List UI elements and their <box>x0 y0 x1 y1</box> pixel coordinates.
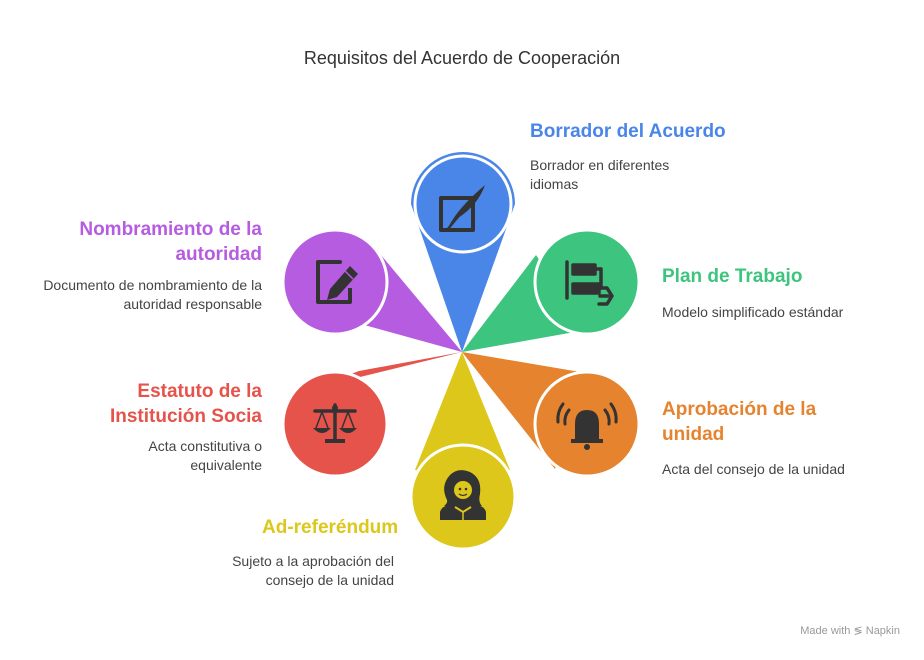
scales-icon <box>313 403 357 443</box>
judge-icon <box>440 470 486 520</box>
made-with-text: Made with <box>800 625 851 637</box>
label-ad-referendum: Ad-referéndum <box>262 517 399 538</box>
napkin-logo-icon: ≶ <box>853 625 863 637</box>
workflow-icon <box>565 260 614 306</box>
desc-plan: Modelo simplificado estándar <box>662 304 844 320</box>
petal-estatuto <box>281 352 462 478</box>
document-pen-icon <box>316 260 358 304</box>
napkin-brand: Napkin <box>865 625 900 637</box>
alarm-bell-icon <box>556 402 618 450</box>
petal-nombramiento <box>281 228 462 352</box>
desc-aprobacion: Acta del consejo de la unidad <box>662 461 845 477</box>
label-plan: Plan de Trabajo <box>662 266 803 287</box>
desc-estatuto: Acta constitutiva o equivalente <box>148 438 262 473</box>
quill-pen-icon <box>439 185 485 232</box>
label-nombramiento: Nombramiento de la autoridad <box>79 219 262 265</box>
label-estatuto: Estatuto de la Institución Socia <box>109 381 262 427</box>
label-aprobacion: Aprobación de la unidad <box>662 399 817 445</box>
petal-plan <box>462 228 641 352</box>
diagram-title: Requisitos del Acuerdo de Cooperación <box>303 48 621 68</box>
petal-ad-referendum <box>409 352 517 551</box>
petal-aprobacion <box>462 352 641 478</box>
desc-ad-referendum: Sujeto a la aprobación del consejo de la… <box>232 553 394 588</box>
made-with-napkin[interactable]: Made with ≶ Napkin <box>800 624 900 637</box>
petal-borrador <box>411 152 515 352</box>
desc-nombramiento: Documento de nombramiento de la autorida… <box>43 277 262 312</box>
desc-borrador: Borrador en diferentes idiomas <box>530 157 670 192</box>
label-borrador: Borrador del Acuerdo <box>530 121 726 142</box>
